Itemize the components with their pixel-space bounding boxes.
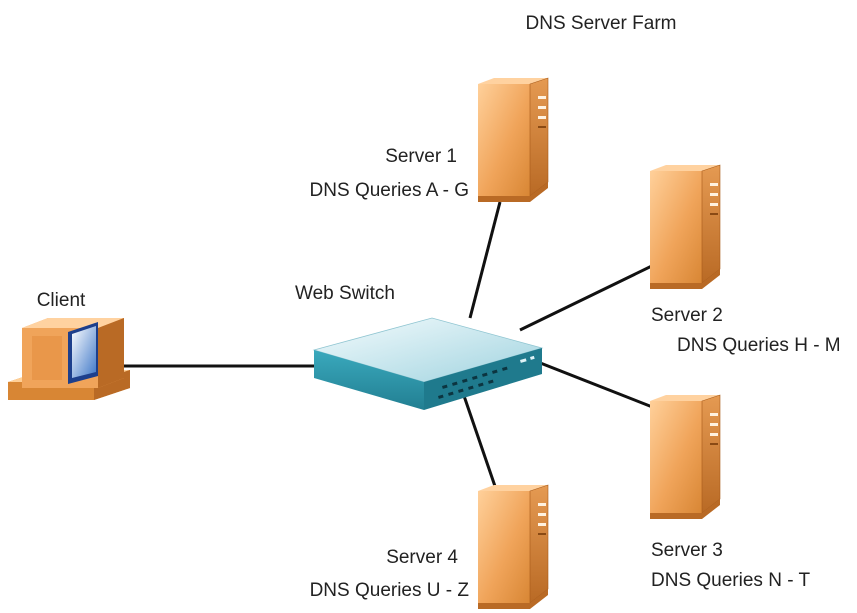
- server-2-icon: [649, 164, 721, 290]
- server-3-name: Server 3: [651, 540, 723, 561]
- server-2-name: Server 2: [651, 305, 723, 326]
- server-1-icon: [477, 77, 549, 203]
- link-switch-server-3: [519, 353, 661, 412]
- client-label: Client: [36, 290, 86, 311]
- link-switch-server-1: [468, 201, 502, 319]
- link-switch-server-2: [519, 260, 661, 332]
- server-4-icon: [477, 484, 549, 610]
- diagram-title: DNS Server Farm: [525, 13, 677, 34]
- desktop-computer-icon: [8, 318, 130, 400]
- server-1-name: Server 1: [385, 146, 457, 167]
- connection-links: [118, 201, 661, 496]
- server-4-queries: DNS Queries U - Z: [309, 580, 469, 601]
- server-3-queries: DNS Queries N - T: [651, 570, 811, 591]
- network-switch-icon: [312, 317, 544, 410]
- server-3-icon: [649, 394, 721, 520]
- server-4-name: Server 4: [386, 547, 458, 568]
- server-1-queries: DNS Queries A - G: [309, 180, 469, 201]
- link-switch-server-4: [460, 389, 500, 496]
- server-2-queries: DNS Queries H - M: [677, 335, 841, 356]
- switch-label: Web Switch: [295, 283, 395, 304]
